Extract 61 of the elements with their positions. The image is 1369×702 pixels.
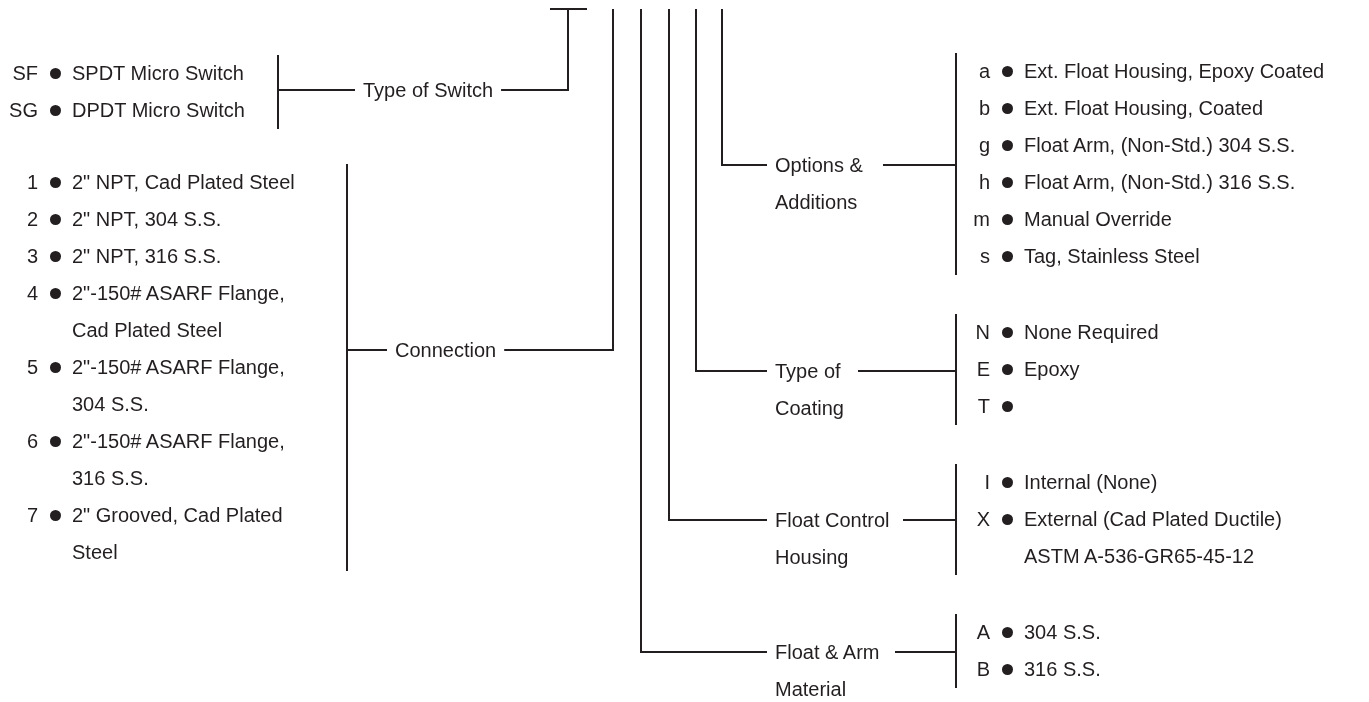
option-code: E [976, 357, 990, 382]
option-description: Float Arm, (Non-Std.) 316 S.S. [1024, 170, 1297, 195]
option-description: Internal (None) [1024, 470, 1159, 495]
connector-line [894, 651, 957, 653]
connector-line [500, 8, 588, 91]
option-code: g [978, 133, 990, 158]
option-code: h [978, 170, 990, 195]
option-description: 2" NPT, 304 S.S. [72, 207, 223, 232]
category-label: Options & Additions [767, 146, 883, 221]
option-code: 5 [26, 355, 38, 380]
option-description: 2"-150# ASARF Flange, 304 S.S. [72, 355, 286, 417]
option-code: 4 [26, 281, 38, 306]
option-description: 2"-150# ASARF Flange, Cad Plated Steel [72, 281, 286, 343]
option-code: T [977, 394, 990, 419]
connector-line [721, 8, 768, 166]
option-code: 7 [26, 503, 38, 528]
option-description: 304 S.S. [1024, 620, 1102, 645]
option-description: SPDT Micro Switch [72, 61, 245, 86]
option-code: N [975, 320, 990, 345]
category-label: Float Control Housing [767, 501, 903, 576]
option-description: 2" NPT, Cad Plated Steel [72, 170, 296, 195]
option-description: Ext. Float Housing, Epoxy Coated [1024, 59, 1326, 84]
category-label: Type of Switch [355, 71, 502, 109]
category-label: Float & Arm Material [767, 633, 895, 702]
option-code: a [978, 59, 990, 84]
option-description: DPDT Micro Switch [72, 98, 246, 123]
option-description: 316 S.S. [1024, 657, 1102, 682]
option-description: None Required [1024, 320, 1160, 345]
option-code: 2 [26, 207, 38, 232]
option-description: 2" Grooved, Cad Plated Steel [72, 503, 284, 565]
option-code: m [973, 207, 990, 232]
option-description: Float Arm, (Non-Std.) 304 S.S. [1024, 133, 1297, 158]
option-code: A [976, 620, 990, 645]
connector-line [857, 370, 957, 372]
option-description: Ext. Float Housing, Coated [1024, 96, 1264, 121]
option-code: SF [12, 61, 38, 86]
category-label: Type of Coating [767, 352, 858, 427]
option-description: Manual Override [1024, 207, 1173, 232]
category-label: Connection [387, 331, 505, 369]
option-code: X [976, 507, 990, 532]
connector-line [503, 8, 614, 351]
option-code: B [976, 657, 990, 682]
connector-line [882, 164, 957, 166]
connector-line [277, 89, 356, 91]
option-description: External (Cad Plated Ductile) ASTM A-536-GR65-45-12 [1024, 507, 1283, 569]
option-description: Epoxy [1024, 357, 1081, 382]
option-code: 3 [26, 244, 38, 269]
option-code: b [978, 96, 990, 121]
option-description: 2"-150# ASARF Flange, 316 S.S. [72, 429, 286, 491]
option-description: 2" NPT, 316 S.S. [72, 244, 223, 269]
option-code: s [980, 244, 990, 269]
connector-line [902, 519, 957, 521]
option-description: Tag, Stainless Steel [1024, 244, 1201, 269]
option-code: 1 [26, 170, 38, 195]
connector-line [346, 349, 388, 351]
connector-line [640, 8, 768, 653]
connector-line [668, 8, 768, 521]
option-code: 6 [26, 429, 38, 454]
connector-line [695, 8, 768, 372]
option-code: SG [9, 98, 38, 123]
option-code: I [984, 470, 990, 495]
